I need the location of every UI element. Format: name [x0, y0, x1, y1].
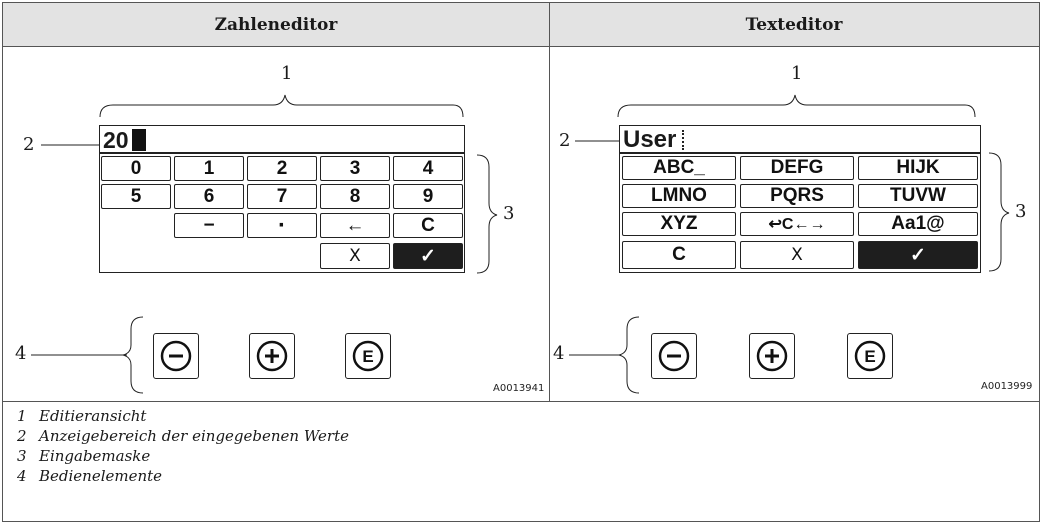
callout-4-left: 4 — [15, 343, 27, 364]
numeric-display-value: 20 — [103, 127, 129, 153]
callout-1-left: 1 — [281, 63, 293, 84]
column-divider — [549, 3, 550, 402]
legend-text: Anzeigebereich der eingegebenen Werte — [39, 427, 350, 445]
key-ok[interactable]: ✓ — [393, 243, 463, 269]
key-cancel[interactable]: X — [320, 243, 390, 269]
cursor-block — [132, 129, 146, 151]
key-text-clear[interactable]: C — [622, 241, 736, 269]
text-display-value: User — [623, 126, 677, 153]
legend-divider — [3, 401, 1039, 402]
key-abc[interactable]: ABC_ — [622, 156, 736, 180]
text-display: User — [619, 125, 981, 153]
callout-3-right: 3 — [1015, 201, 1027, 222]
key-4[interactable]: 4 — [393, 156, 463, 181]
key-6[interactable]: 6 — [174, 184, 244, 209]
key-0[interactable]: 0 — [101, 156, 171, 181]
legend-text: Bedienelemente — [39, 467, 163, 485]
enter-button-text[interactable]: E — [847, 333, 893, 379]
plus-button-text[interactable] — [749, 333, 795, 379]
annotation-lines — [31, 94, 1010, 394]
svg-text:E: E — [362, 347, 373, 366]
key-xyz[interactable]: XYZ — [622, 212, 736, 236]
numeric-display: 20 — [99, 125, 465, 153]
plus-icon — [756, 340, 788, 372]
callout-4-right: 4 — [553, 343, 565, 364]
legend-num: 1 — [17, 407, 27, 425]
key-7[interactable]: 7 — [247, 184, 317, 209]
legend-num: 4 — [17, 467, 27, 485]
legend-item-4: 4 Bedienelemente — [17, 467, 162, 485]
key-case-switch[interactable]: Aa1@ — [858, 212, 978, 236]
enter-button[interactable]: E — [345, 333, 391, 379]
key-2[interactable]: 2 — [247, 156, 317, 181]
minus-icon — [160, 340, 192, 372]
text-cursor — [682, 130, 684, 150]
minus-button-text[interactable] — [651, 333, 697, 379]
key-decimal-point[interactable]: · — [247, 212, 317, 239]
key-text-ok[interactable]: ✓ — [858, 241, 978, 269]
key-5[interactable]: 5 — [101, 184, 171, 209]
legend-num: 2 — [17, 427, 27, 445]
plus-icon — [256, 340, 288, 372]
image-code-right: A0013999 — [981, 381, 1033, 392]
key-minus[interactable]: − — [174, 213, 244, 238]
svg-text:E: E — [864, 347, 875, 366]
key-defg[interactable]: DEFG — [740, 156, 854, 180]
legend-item-3: 3 Eingabemaske — [17, 447, 150, 465]
legend-text: Editieransicht — [39, 407, 147, 425]
key-correction[interactable]: ↩C←→ — [740, 212, 854, 236]
key-text-cancel[interactable]: X — [740, 241, 854, 269]
legend-text: Eingabemaske — [39, 447, 151, 465]
key-clear[interactable]: C — [393, 213, 463, 238]
legend-item-2: 2 Anzeigebereich der eingegebenen Werte — [17, 427, 349, 445]
legend-item-1: 1 Editieransicht — [17, 407, 146, 425]
callout-2-right: 2 — [559, 130, 571, 151]
minus-icon — [658, 340, 690, 372]
callout-3-left: 3 — [503, 203, 515, 224]
key-9[interactable]: 9 — [393, 184, 463, 209]
enter-icon: E — [854, 340, 886, 372]
legend-num: 3 — [17, 447, 27, 465]
key-hijk[interactable]: HIJK — [858, 156, 978, 180]
header-zahleneditor: Zahleneditor — [3, 3, 549, 47]
image-code-left: A0013941 — [493, 383, 545, 394]
header-texteditor: Texteditor — [549, 3, 1039, 47]
key-8[interactable]: 8 — [320, 184, 390, 209]
key-lmno[interactable]: LMNO — [622, 184, 736, 208]
enter-icon: E — [352, 340, 384, 372]
key-backspace[interactable]: ← — [320, 213, 390, 238]
minus-button[interactable] — [153, 333, 199, 379]
key-tuvw[interactable]: TUVW — [858, 184, 978, 208]
key-3[interactable]: 3 — [320, 156, 390, 181]
callout-2-left: 2 — [23, 134, 35, 155]
callout-1-right: 1 — [791, 63, 803, 84]
plus-button[interactable] — [249, 333, 295, 379]
key-pqrs[interactable]: PQRS — [740, 184, 854, 208]
key-1[interactable]: 1 — [174, 156, 244, 181]
